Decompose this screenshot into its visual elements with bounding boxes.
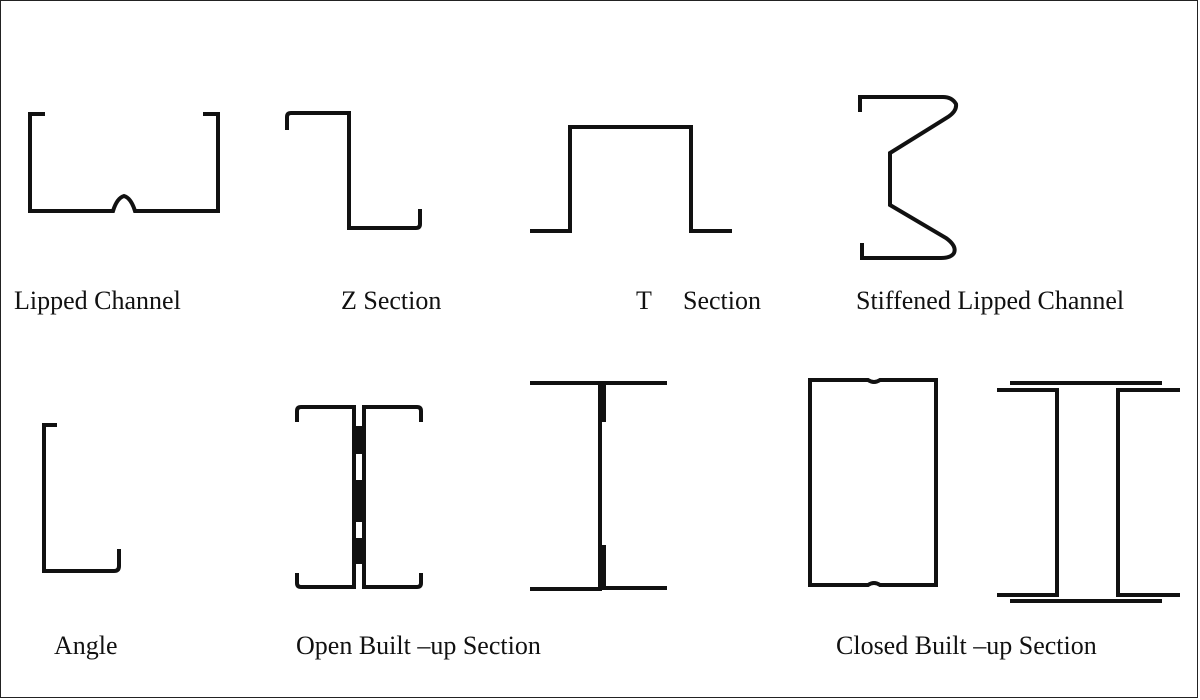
stiffened-lipped-channel-label: Stiffened Lipped Channel bbox=[856, 286, 1125, 315]
z-section-label: Z Section bbox=[341, 286, 442, 315]
stiffened-lipped-channel-shape bbox=[858, 95, 959, 260]
angle-label: Angle bbox=[54, 631, 118, 660]
closed-built-up-plated bbox=[997, 381, 1180, 603]
open-right-channel-shape bbox=[362, 405, 423, 589]
open-right-plain-channel-shape bbox=[602, 381, 667, 422]
open-right-plain-channel-lower-shape bbox=[602, 545, 667, 590]
open-built-up-label: Open Built –up Section bbox=[296, 631, 541, 660]
open-left-plain-channel-shape bbox=[530, 381, 602, 591]
angle-shape bbox=[42, 423, 121, 573]
open-connector-top bbox=[354, 426, 364, 454]
open-connector-mid bbox=[354, 480, 364, 522]
t-section-word: Section bbox=[683, 286, 761, 315]
open-built-up-plain-pair bbox=[530, 381, 667, 591]
open-left-channel-shape bbox=[295, 405, 356, 589]
lipped-channel-label: Lipped Channel bbox=[14, 286, 181, 315]
lipped-channel-shape bbox=[28, 112, 220, 213]
closed-built-up-label: Closed Built –up Section bbox=[836, 631, 1097, 660]
z-section-shape bbox=[285, 111, 422, 230]
closed-right-channel-shape bbox=[1116, 388, 1180, 597]
closed-left-channel-shape bbox=[997, 388, 1059, 597]
open-built-up-lipped-pair bbox=[295, 405, 423, 589]
closed-box-shape bbox=[808, 378, 938, 587]
closed-built-up-box bbox=[808, 378, 938, 587]
open-connector-bottom bbox=[354, 538, 364, 564]
t-section-letter: T bbox=[636, 286, 652, 315]
t-section-shape bbox=[530, 125, 732, 233]
